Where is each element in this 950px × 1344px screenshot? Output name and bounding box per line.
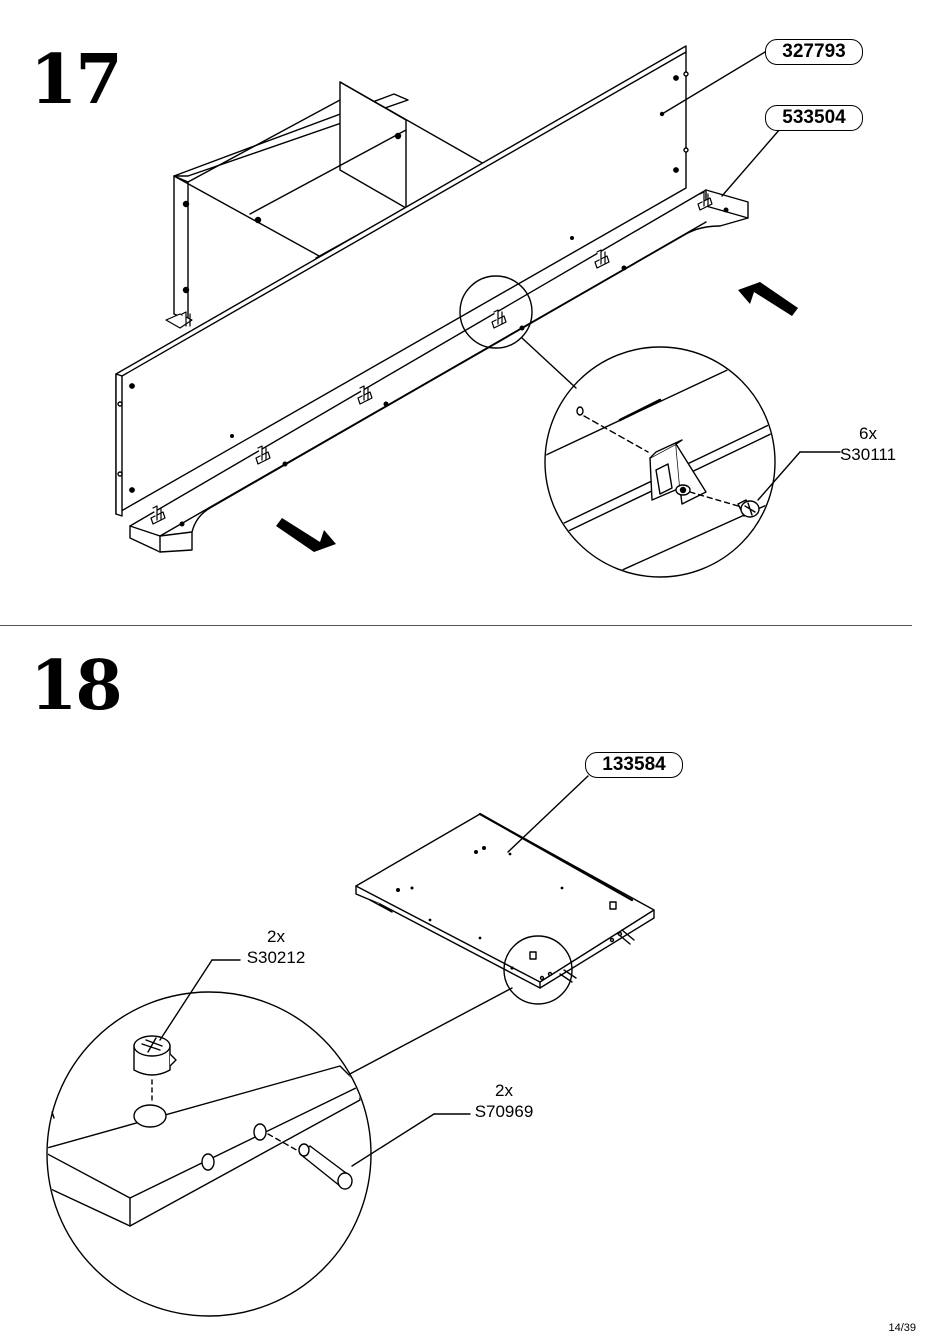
arrow-left-icon xyxy=(276,518,336,552)
step-number-18: 18 xyxy=(30,646,123,726)
magnified-detail-17 xyxy=(544,346,841,578)
detail-marker-18 xyxy=(503,935,573,1005)
fitting-label-s30111: 6x S30111 xyxy=(828,423,908,465)
fitting-label-s30212: 2x S30212 xyxy=(236,926,316,968)
magnified-detail-18 xyxy=(46,959,471,1317)
part-label-plinth: 533504 xyxy=(765,105,863,131)
fitting-quantity: 2x xyxy=(267,927,285,946)
fitting-code: S30111 xyxy=(839,445,897,464)
arrow-right-icon xyxy=(738,282,798,316)
step-number-17: 17 xyxy=(30,40,123,120)
fitting-label-s70969: 2x S70969 xyxy=(464,1080,544,1122)
screw-closeup-icon xyxy=(737,499,760,518)
detail-marker-17 xyxy=(459,275,533,349)
part-label-shelf: 133584 xyxy=(585,752,683,778)
shelf-133584 xyxy=(355,812,655,989)
fitting-code: S70969 xyxy=(474,1102,534,1121)
fitting-quantity: 2x xyxy=(495,1081,513,1100)
step-divider xyxy=(0,625,912,626)
cam-lock-closeup-icon xyxy=(133,1035,177,1076)
bracket-icons xyxy=(150,191,713,525)
fitting-code: S30212 xyxy=(246,948,306,967)
part-label-back-panel: 327793 xyxy=(765,39,863,65)
back-panel-327793 xyxy=(115,45,689,517)
fitting-quantity: 6x xyxy=(859,424,877,443)
dowel-closeup-icon xyxy=(298,1143,353,1190)
bracket-closeup-icon xyxy=(649,439,707,505)
screw-dots xyxy=(179,207,729,527)
page-number: 14/39 xyxy=(888,1322,916,1334)
